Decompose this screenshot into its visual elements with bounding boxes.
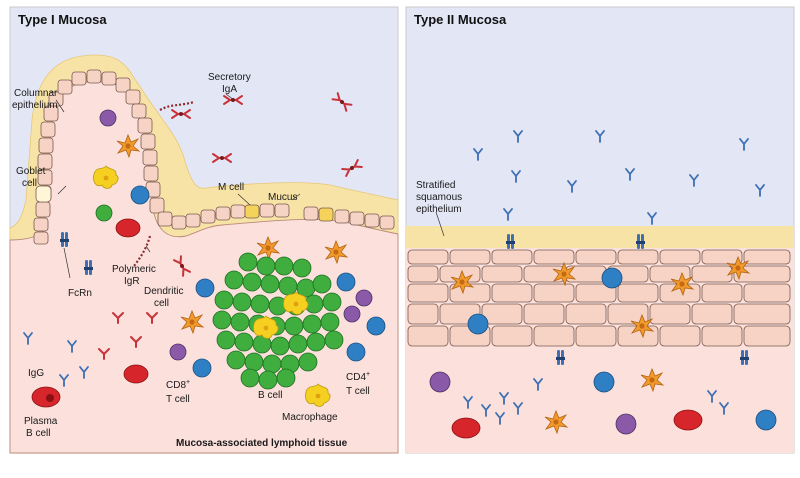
t-cell [755, 409, 777, 431]
label-epithelium-right: epithelium [416, 204, 462, 215]
t-cell [336, 272, 356, 292]
columnar-epithelium-cells [33, 69, 395, 245]
label-plasma-b-cell: B cell [26, 428, 50, 439]
label-cd8-t-cell: T cell [166, 394, 190, 405]
label-polymeric: Polymeric [112, 264, 156, 275]
t-cell [195, 278, 215, 298]
purple-cell [343, 305, 361, 323]
right-mucus-layer [406, 226, 794, 248]
purple-cell [355, 289, 373, 307]
label-igg: IgG [28, 368, 44, 379]
label-secretory: Secretory [208, 72, 251, 83]
label-dendritic-cell: cell [154, 298, 169, 309]
label-cd4-t-cell: T cell [346, 386, 370, 397]
t-cell [366, 316, 386, 336]
label-leader-lines [55, 93, 301, 279]
label-goblet-cell: cell [22, 178, 37, 189]
label-dendritic: Dendritic [144, 286, 183, 297]
label-plasma: Plasma [24, 416, 58, 427]
t-cell [130, 185, 150, 205]
purple-cell [429, 371, 451, 393]
label-cd8: CD8+ [166, 379, 190, 391]
label-cd4: CD4+ [346, 371, 370, 383]
left-panel: Type I Mucosa Columnar epithelium Secret… [9, 6, 399, 454]
polymeric-igr [159, 100, 195, 111]
label-m-cell: M cell [218, 182, 244, 193]
b-cell [95, 204, 113, 222]
t-cell [601, 267, 623, 289]
t-cell [593, 371, 615, 393]
plasma-b-cell-nucleus [46, 394, 54, 402]
goblet-purple-cell [99, 109, 117, 127]
label-b-cell: B cell [258, 390, 282, 401]
goblet-cell [35, 185, 52, 203]
label-malt: Mucosa-associated lymphoid tissue [176, 438, 348, 449]
label-mucus: Mucus [268, 192, 297, 203]
t-cell [467, 313, 489, 335]
plasma-b-cell [31, 386, 61, 408]
plasma-cell [673, 409, 703, 431]
label-macrophage: Macrophage [282, 412, 338, 423]
label-squamous: squamous [416, 192, 462, 203]
m-cell [318, 207, 334, 222]
right-panel-title: Type II Mucosa [414, 12, 507, 27]
label-leader-line [435, 211, 445, 237]
purple-cell [169, 343, 187, 361]
plasma-cell [115, 218, 141, 238]
plasma-cell [123, 364, 149, 384]
label-goblet: Goblet [16, 166, 46, 177]
label-fcrn: FcRn [68, 288, 92, 299]
label-iga: IgA [222, 84, 237, 95]
label-columnar: Columnar [14, 88, 58, 99]
label-epithelium: epithelium [12, 100, 58, 111]
purple-cell [615, 413, 637, 435]
label-stratified: Stratified [416, 180, 455, 191]
cd4-t-cell [346, 342, 366, 362]
m-cell [244, 204, 260, 219]
t-cell [192, 358, 212, 378]
left-panel-title: Type I Mucosa [18, 12, 107, 27]
right-panel: Type II Mucosa Stratified squamous epith… [405, 6, 795, 454]
plasma-cell [451, 417, 481, 439]
label-igr: IgR [124, 276, 140, 287]
